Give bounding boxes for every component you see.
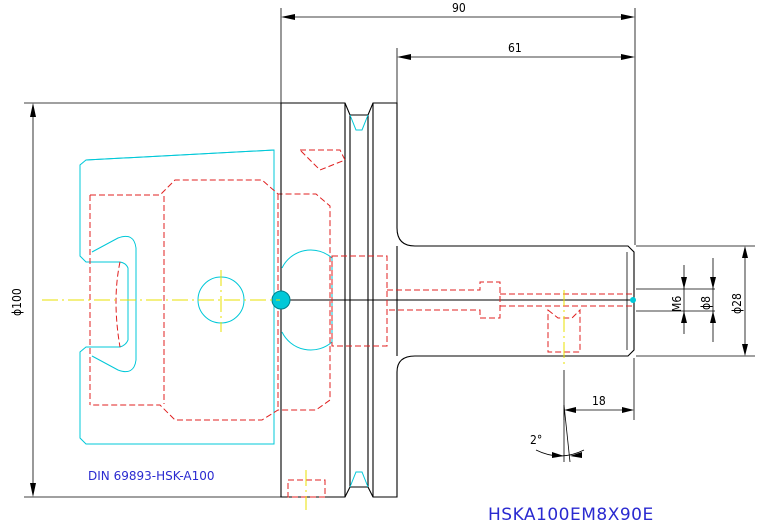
hsk-taper-outline — [79, 149, 275, 445]
dimension-right-group: M6 ϕ8 ϕ28 — [636, 245, 755, 357]
dimension-overall-length: 90 — [280, 1, 636, 245]
dimension-taper-angle: 2° — [530, 404, 585, 463]
dim-phi28-label: ϕ28 — [730, 293, 744, 314]
dim-18-label: 18 — [592, 394, 606, 408]
standard-label: DIN 69893-HSK-A100 — [88, 469, 215, 483]
dim-angle-label: 2° — [530, 433, 542, 447]
centerlines — [42, 270, 565, 510]
hidden-shank-bore — [287, 149, 634, 498]
dimension-set-screw: 18 — [563, 358, 635, 420]
dim-phi8-label: ϕ8 — [699, 296, 713, 310]
dim-m6-label: M6 — [670, 296, 684, 312]
flange-cyan-details — [271, 114, 636, 488]
dim-90-label: 90 — [452, 1, 466, 15]
dim-phi100-label: ϕ100 — [10, 288, 24, 316]
part-code-title: HSKA100EM8X90E — [488, 505, 654, 523]
dimension-shank-length: 61 — [396, 41, 635, 103]
dimension-flange-diameter: ϕ100 — [10, 102, 281, 498]
dim-61-label: 61 — [508, 41, 522, 55]
flange-body — [280, 102, 635, 498]
